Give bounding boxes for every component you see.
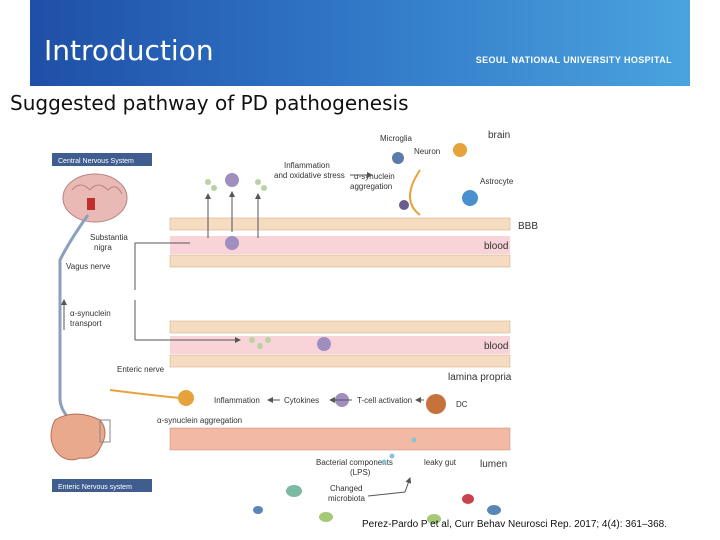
microbe: [253, 506, 263, 514]
microglia-cell: [392, 152, 404, 164]
blood-band-top: [170, 236, 510, 254]
cytokines-label: Cytokines: [284, 396, 319, 405]
citation: Perez-Pardo P et al, Curr Behav Neurosci…: [362, 519, 667, 530]
vagus-label: Vagus nerve: [66, 262, 111, 271]
microbe: [319, 512, 333, 522]
bacterial-label-2: (LPS): [350, 468, 371, 477]
microbe: [487, 505, 501, 515]
inflam-top-label-1: Inflammation: [284, 161, 330, 170]
substantia-label: Substantia: [90, 233, 128, 242]
vessel-layer-bottom: [169, 354, 511, 368]
neuron-label: Neuron: [414, 147, 440, 156]
page-title: Introduction: [44, 34, 214, 67]
changed-microbiota-label-1: Changed: [330, 484, 362, 493]
brain-label: brain: [488, 130, 510, 141]
gut-illustration: [50, 413, 106, 461]
slide-subtitle: Suggested pathway of PD pathogenesis: [10, 91, 409, 115]
nigra-label: nigra: [94, 243, 112, 252]
hospital-logo-text: SEOUL NATIONAL UNIVERSITY HOSPITAL: [475, 55, 672, 65]
lumen-label: lumen: [480, 459, 507, 470]
intestinal-epithelium: [169, 427, 511, 451]
changed-microbiota-label-2: microbiota: [328, 494, 365, 503]
microglia-label: Microglia: [380, 134, 413, 143]
aggregated-neuron: [399, 200, 409, 210]
microbe: [427, 514, 441, 524]
immune-cell-blood: [225, 236, 239, 250]
asyn-agg-top-label-1: α-synuclein: [354, 172, 395, 181]
inflam-top-label-2: and oxidative stress: [274, 171, 345, 180]
immune-cell-top: [225, 173, 239, 187]
substantia-nigra-marker: [87, 198, 95, 210]
microbe: [286, 485, 302, 497]
asyn-transport-label-1: α-synuclein: [70, 309, 111, 318]
asyn-transport-label-2: transport: [70, 319, 102, 328]
blood-label-mid: blood: [484, 341, 508, 352]
astrocyte-cell: [462, 190, 478, 206]
asyn-agg-top-label-2: aggregation: [350, 182, 392, 191]
dc-label: DC: [456, 400, 468, 409]
vessel-layer-top: [169, 320, 511, 334]
cns-box: [52, 153, 152, 166]
enteric-neuron: [178, 390, 194, 406]
tcell-label: T-cell activation: [357, 396, 412, 405]
asyn-agg-bottom-label: α-synuclein aggregation: [157, 416, 242, 425]
neuron-cell: [453, 143, 467, 157]
lamina-label: lamina propria: [448, 372, 512, 383]
microbe: [462, 494, 474, 504]
dendritic-cell: [426, 394, 446, 414]
blood-label-top: blood: [484, 241, 508, 252]
header-banner: Introduction SEOUL NATIONAL UNIVERSITY H…: [30, 0, 690, 86]
leaky-gut-label: leaky gut: [424, 458, 457, 467]
astrocyte-label: Astrocyte: [480, 177, 514, 186]
blood-band-mid: [170, 336, 510, 354]
enteric-nerve-label: Enteric nerve: [117, 365, 165, 374]
immune-cell-mid: [317, 337, 331, 351]
ens-box: [52, 479, 152, 492]
inflammation-label: Inflammation: [214, 396, 260, 405]
ens-box-label: Enteric Nervous system: [58, 484, 132, 491]
cns-box-label: Central Nervous System: [58, 158, 134, 165]
bbb-cell-layer-top: [169, 217, 511, 231]
bbb-cell-layer-bottom: [169, 254, 511, 268]
bacterial-label-1: Bacterial components: [316, 458, 393, 467]
bbb-label: BBB: [518, 221, 538, 232]
